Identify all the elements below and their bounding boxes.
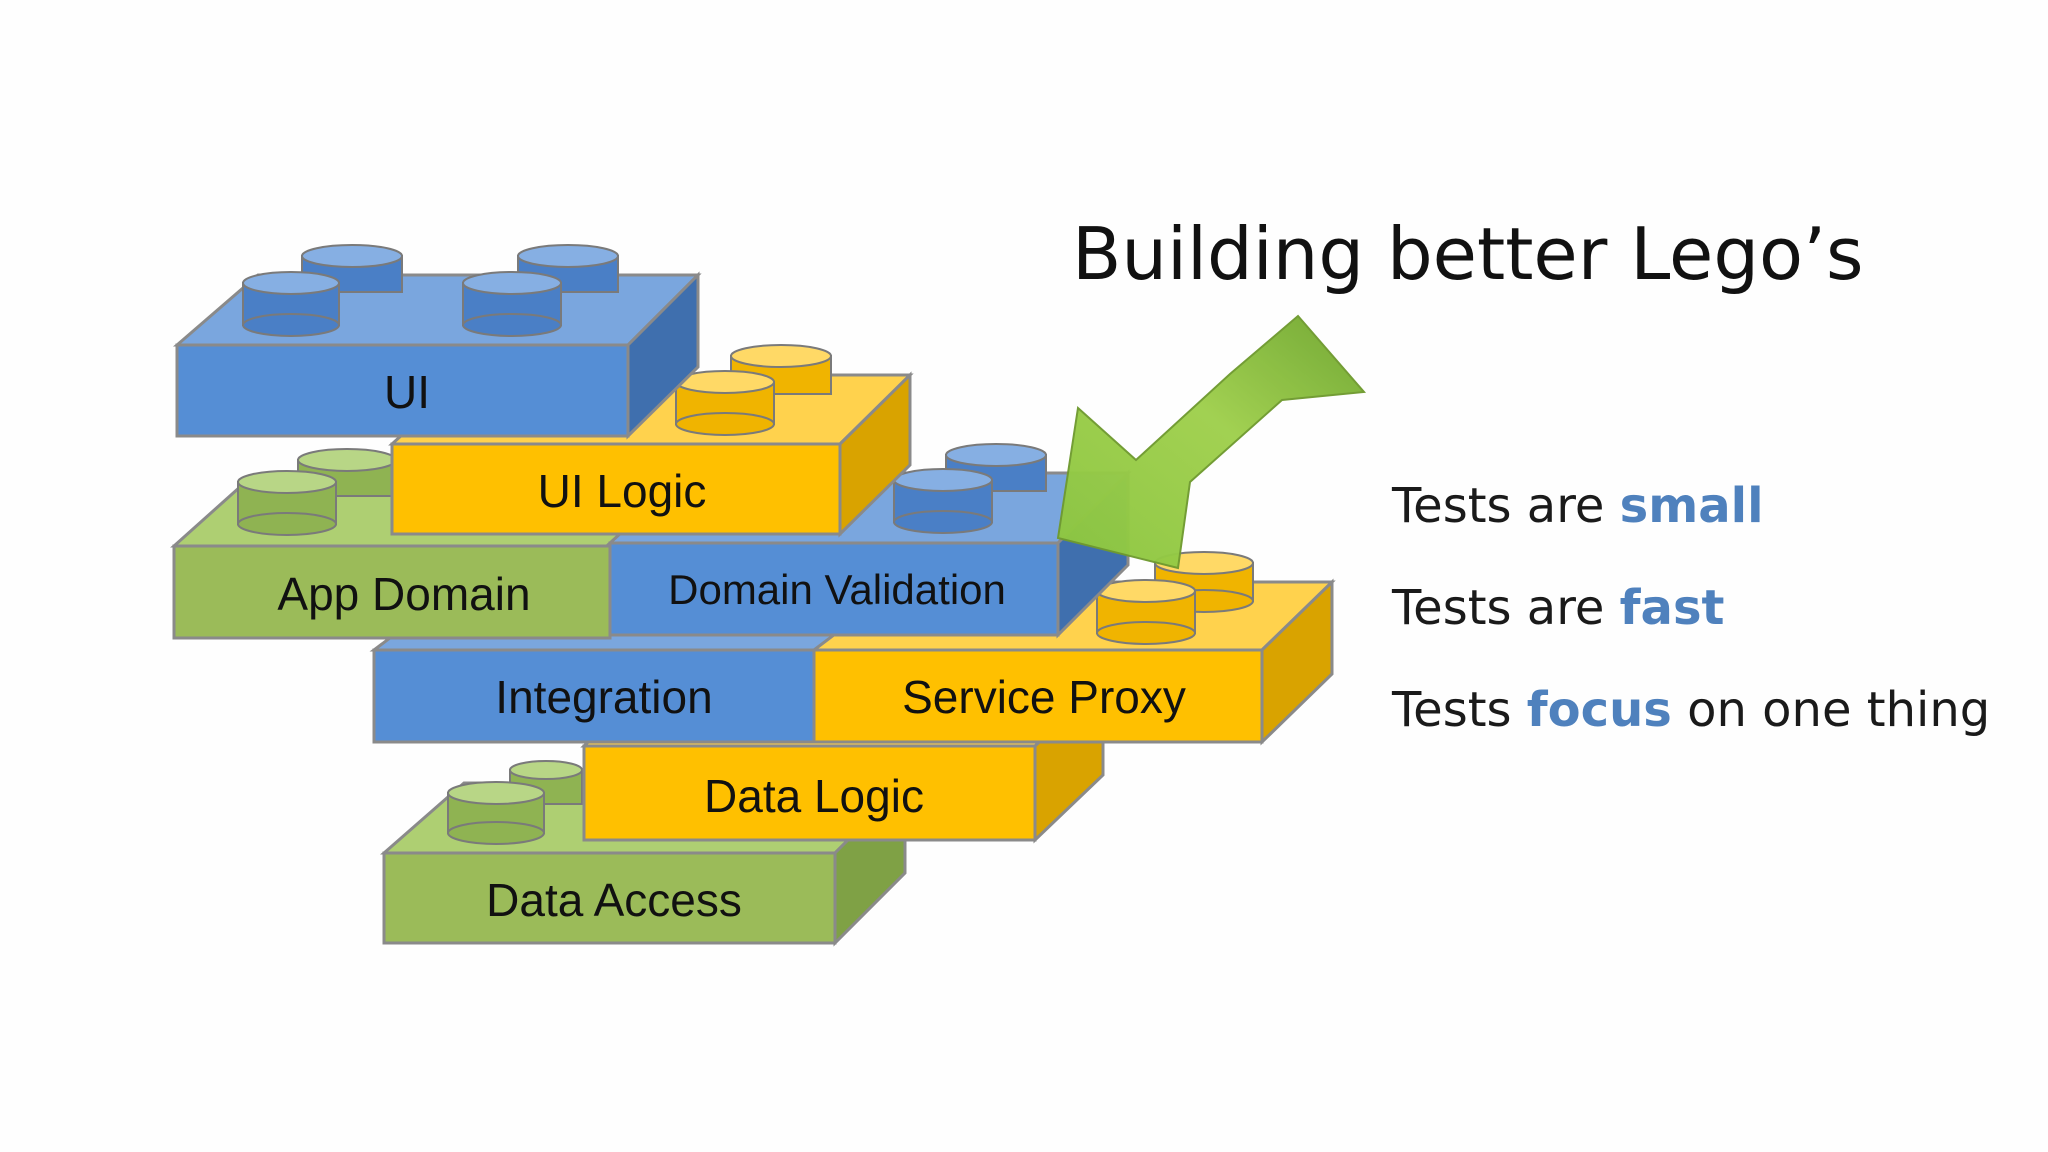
label-data-logic: Data Logic	[704, 770, 924, 822]
bullet-highlight: fast	[1619, 580, 1725, 636]
label-integration: Integration	[495, 671, 712, 723]
bullet-focus: Tests focus on one thing	[1392, 682, 1990, 738]
bullet-small: Tests are small	[1392, 478, 1764, 534]
label-app-domain: App Domain	[277, 568, 530, 620]
label-domain-validation: Domain Validation	[668, 566, 1006, 613]
slide-title: Building better Lego’s	[1072, 212, 1864, 296]
brick-ui	[172, 244, 702, 440]
bullet-highlight: focus	[1526, 682, 1672, 738]
label-ui-logic: UI Logic	[538, 465, 707, 517]
bullet-highlight: small	[1619, 478, 1764, 534]
label-data-access: Data Access	[486, 874, 742, 926]
brick-ui-logic	[388, 344, 914, 538]
arrow-icon	[1056, 314, 1367, 570]
stud-icon	[1096, 579, 1196, 645]
stud-icon	[675, 370, 775, 436]
label-ui: UI	[384, 366, 430, 418]
stud-icon	[447, 781, 545, 845]
bullet-text: Tests	[1392, 682, 1527, 738]
stud-icon	[893, 468, 993, 534]
stud-icon	[237, 470, 337, 536]
bullet-text-after: on one thing	[1671, 682, 1991, 738]
stud-icon	[242, 271, 340, 337]
brick-service-proxy	[810, 551, 1336, 746]
bullet-fast: Tests are fast	[1392, 580, 1724, 636]
label-service-proxy: Service Proxy	[902, 671, 1186, 723]
stud-icon	[462, 271, 562, 337]
bullet-text: Tests are	[1392, 580, 1620, 636]
bullet-text: Tests are	[1392, 478, 1620, 534]
